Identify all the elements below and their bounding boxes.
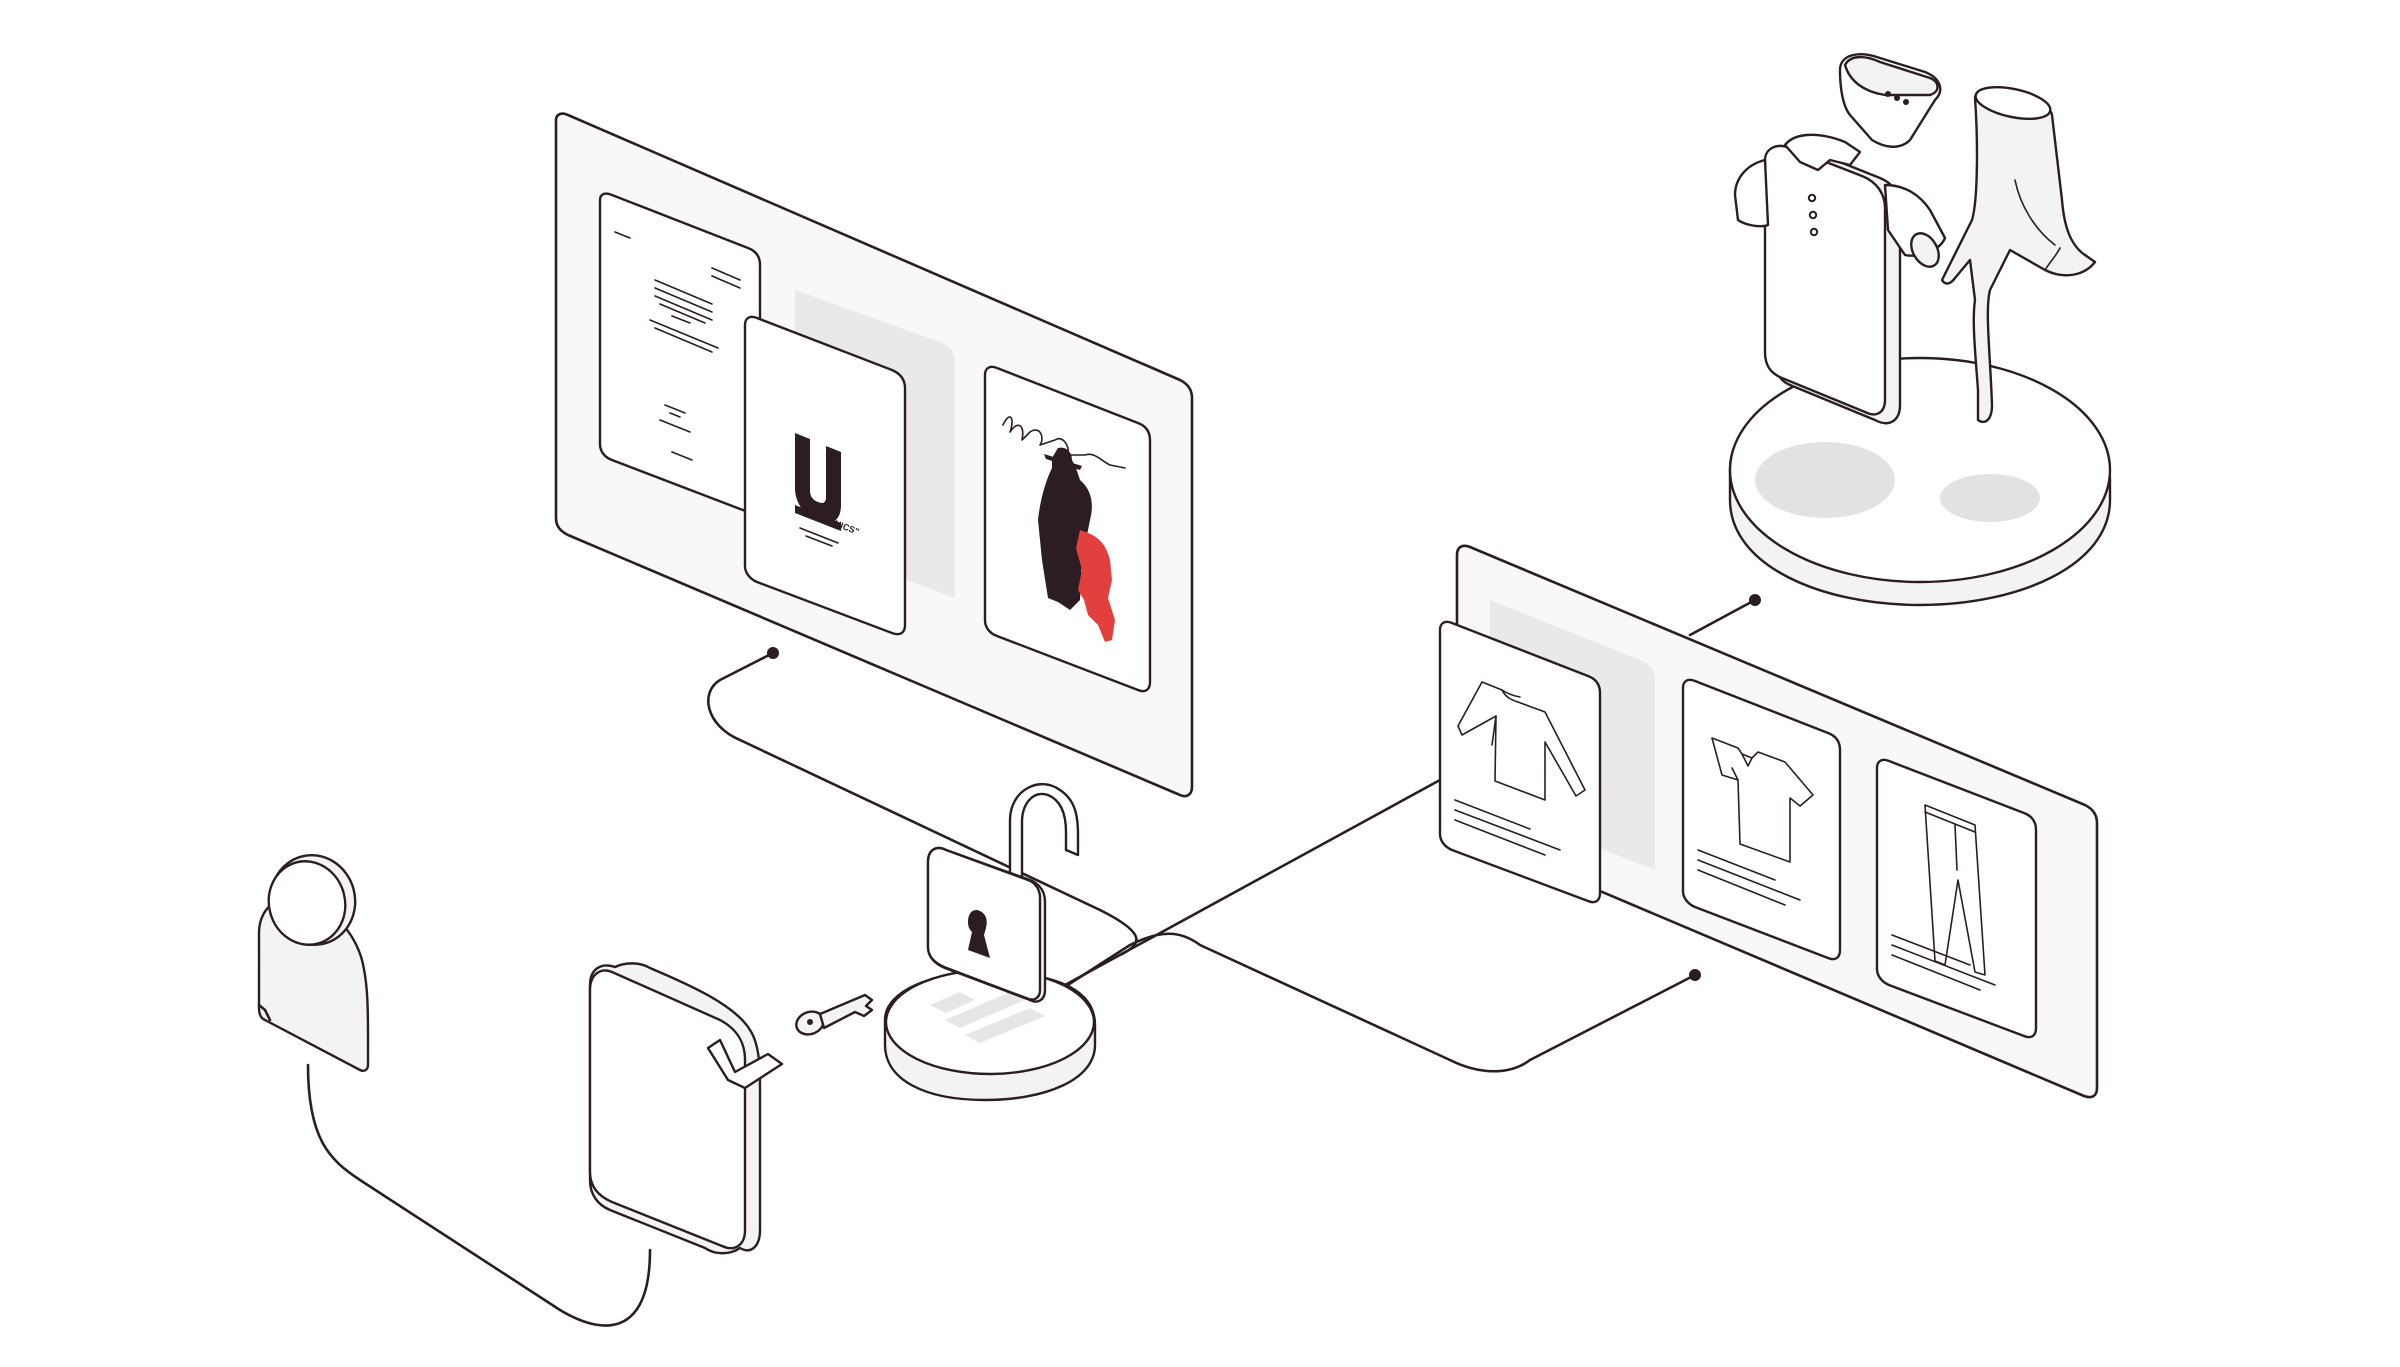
connector-dot-clothing <box>1689 969 1701 981</box>
floor-logo <box>930 992 1045 1043</box>
connector-posters-lock <box>707 651 1138 957</box>
key-icon <box>795 993 874 1036</box>
connector-dot-posters <box>767 647 779 659</box>
base-footprint-left <box>1755 442 1895 518</box>
poster-u-logo <box>795 433 841 531</box>
connector-lines <box>306 594 1761 1327</box>
figure-silhouette <box>1038 447 1092 610</box>
cap <box>1838 53 1942 148</box>
clothing-panel <box>1438 544 2099 1099</box>
wallet-icon <box>588 962 784 1255</box>
figure-red-splash <box>1076 530 1115 642</box>
document-text-lines <box>614 231 741 461</box>
connector-lock-clothing <box>1063 778 1442 987</box>
connector-lock-clothing-lower <box>1058 932 1697 1073</box>
padlock-pedestal <box>883 782 1097 1102</box>
base-footprint-right <box>1940 474 2040 522</box>
clothing-card-tshirt <box>1681 678 1842 961</box>
padlock-shackle <box>1008 782 1080 882</box>
poster-tgraphics: "TGRAPHICS" <box>743 315 907 636</box>
figure-hat <box>1044 454 1082 470</box>
pants-mannequin <box>1940 85 2097 424</box>
signature <box>1002 416 1126 469</box>
user-icon <box>257 853 370 1072</box>
connector-dot-mannequin <box>1749 594 1761 606</box>
document-card <box>598 192 762 515</box>
poster-panel: "TGRAPHICS" <box>554 112 1194 798</box>
connector-user-wallet <box>306 1063 652 1327</box>
shirt-icon <box>1457 681 1586 801</box>
mannequin-icon <box>1728 53 2112 607</box>
clothing-card-pants <box>1875 758 2038 1039</box>
clothing-card-longsleeve <box>1438 620 1602 904</box>
poster-figure <box>983 365 1152 693</box>
tshirt-icon <box>1711 737 1814 863</box>
connector-clothing-mannequin <box>1688 598 1757 637</box>
polo-shirt <box>1733 133 1947 425</box>
wallet-clasp <box>706 1038 784 1090</box>
keyhole <box>968 910 990 958</box>
padlock-icon <box>926 782 1080 1003</box>
